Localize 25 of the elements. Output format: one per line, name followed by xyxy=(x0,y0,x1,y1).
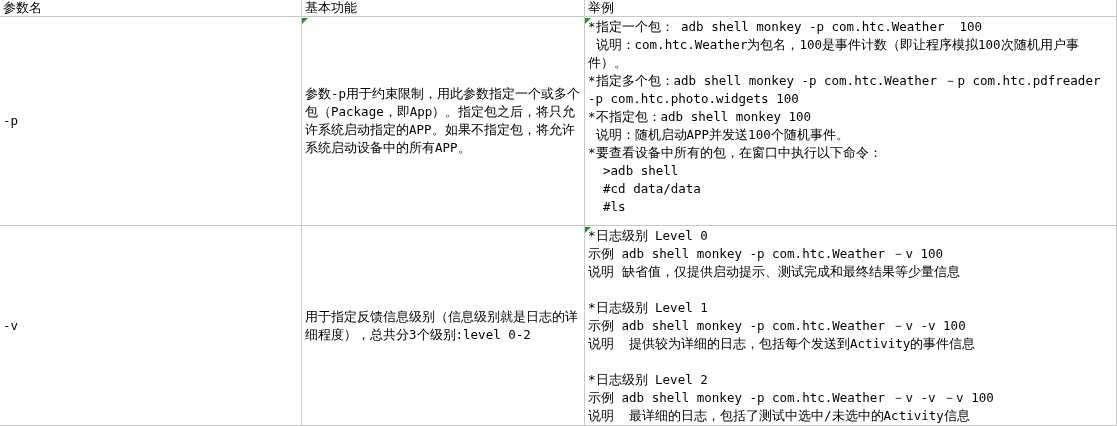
text-line: 示例 adb shell monkey -p com.htc.Weather －v -v 100 xyxy=(588,317,967,335)
text-line: *指定一个包： adb shell monkey -p com.htc.Weather 100 xyxy=(588,18,984,36)
text-line: >adb shell xyxy=(602,162,680,180)
text-line: 说明：com.htc.Weather为包名，100是事件计数（即让程序模拟100次随机用户事件）。 xyxy=(588,36,1080,72)
text-line: 示例 adb shell monkey -p com.htc.Weather －v 100 xyxy=(588,245,945,263)
cell-text: -p xyxy=(3,112,19,130)
text-line: *日志级别 Level 2 xyxy=(588,371,709,389)
text-line: 说明 提供较为详细的日志，包括每个发送到Activity的事件信息 xyxy=(588,335,977,353)
cell-text: -v xyxy=(3,316,19,335)
cell-text: 举例 xyxy=(588,0,614,15)
text-line: 说明 缺省值，仅提供启动提示、测试完成和最终结果等少量信息 xyxy=(588,263,961,281)
text-line: #ls xyxy=(602,198,627,216)
text-line: *日志级别 Level 1 xyxy=(588,299,709,317)
text-line: 示例 adb shell monkey -p com.htc.Weather －v -v －v 100 xyxy=(588,389,995,407)
cell-text: 用于指定反馈信息级别（信息级别就是日志的详细程度），总共分3个级别:level 0-2 xyxy=(305,307,579,344)
text-line: *日志级别 Level 0 xyxy=(588,227,709,245)
cell-text: 参数名 xyxy=(3,0,42,15)
cell-text: 基本功能 xyxy=(305,0,357,15)
text-line: *不指定包：adb shell monkey 100 xyxy=(588,108,813,126)
text-line: #cd data/data xyxy=(602,180,702,198)
text-line: *指定多个包：adb shell monkey -p com.htc.Weather －p com.htc.pdfreader -p com.htc.photo.widgets 100 xyxy=(588,72,1102,108)
text-line: *要查看设备中所有的包，在窗口中执行以下命令： xyxy=(588,144,883,162)
text-line: 说明 最详细的日志，包括了测试中选中/未选中的Activity信息 xyxy=(588,407,971,425)
cell-text: 参数-p用于约束限制，用此参数指定一个或多个包（Package，即App）。指定包之后，将只允许系统启动指定的APP。如果不指定包，将允许系统启动设备中的所有APP。 xyxy=(305,85,581,157)
text-line: 说明：随机启动APP并发送100个随机事件。 xyxy=(594,126,850,144)
